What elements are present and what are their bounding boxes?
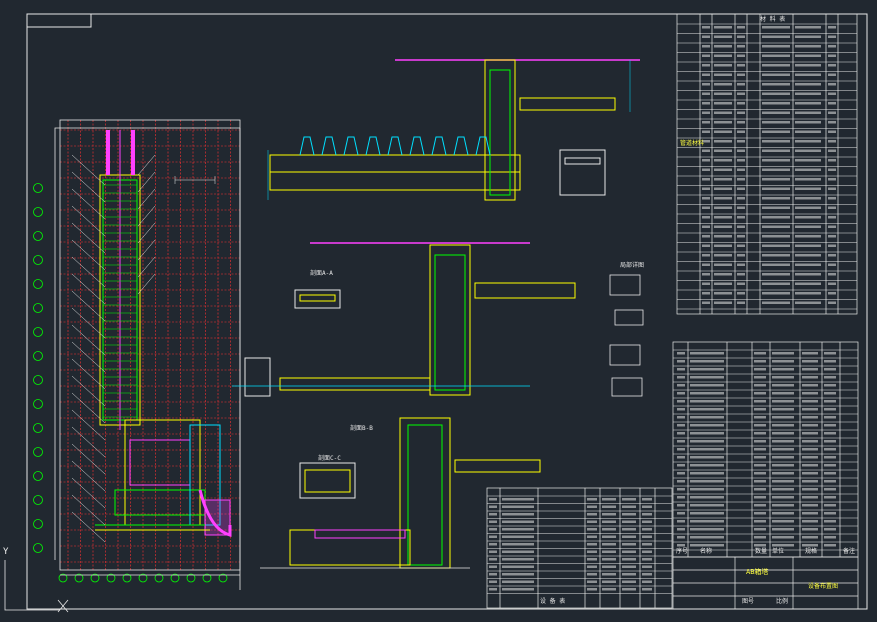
- elevation-middle: [232, 242, 644, 397]
- detail-boxes: [609, 274, 644, 397]
- bom-bottom-cells: [489, 498, 652, 591]
- title-block-label-a: 图号: [742, 598, 755, 605]
- bom-mid-header-2: 名称: [700, 548, 713, 555]
- section-label-2: 剖面B-B: [350, 425, 373, 432]
- axis-y-label: Y: [3, 547, 9, 557]
- ucs-icon: [4, 560, 69, 613]
- bom-mid-header-6: 备注: [843, 548, 856, 555]
- bom-right-table: [676, 13, 858, 315]
- title-block-label-b: 比例: [776, 598, 789, 605]
- drawing-frame: [26, 13, 868, 610]
- section-label-3: 剖面C-C: [318, 455, 341, 462]
- section-label-4: 局部详图: [620, 262, 645, 269]
- plan-axis-bubbles: [33, 183, 228, 583]
- plan-dimension: [174, 176, 216, 184]
- elevation-bottom: [260, 417, 541, 569]
- plan-tower-rungs: [103, 184, 137, 418]
- bom-side-label: 管道材料: [680, 140, 705, 147]
- bom-bottom-table: [486, 487, 673, 609]
- bom-bottom-rows: [487, 495, 672, 594]
- bom-right-cells: [702, 26, 836, 304]
- bom-bottom-title: 设 备 表: [540, 598, 566, 605]
- plan-view: [33, 119, 241, 590]
- bom-mid-cells: [677, 352, 836, 547]
- plan-grid: [60, 120, 240, 570]
- section-label-1: 剖面A-A: [310, 270, 333, 277]
- bom-mid-header-3: 数量: [755, 548, 768, 555]
- elevation-top-frame: [269, 59, 616, 201]
- bom-right-rows: [677, 23, 857, 310]
- bom-mid-header-1: 序号: [676, 548, 689, 555]
- title-block: [672, 556, 859, 610]
- plan-building-outline: [54, 119, 241, 590]
- title-block-subtitle: 设备布置图: [808, 583, 839, 590]
- elevation-top-hoppers: [299, 136, 491, 156]
- bom-right-title: 材 料 表: [760, 16, 786, 23]
- elevation-top-dims: [267, 60, 631, 200]
- plan-lower-equipment: [95, 419, 232, 537]
- elevation-top: [267, 59, 640, 201]
- title-block-name: AB箱塔: [746, 568, 769, 576]
- bom-mid-rows: [673, 349, 858, 551]
- bom-mid-header-4: 单位: [772, 548, 785, 555]
- plan-tower: [99, 130, 141, 430]
- plan-leader-lines: [71, 154, 156, 543]
- bom-mid-header-5: 规格: [805, 548, 818, 555]
